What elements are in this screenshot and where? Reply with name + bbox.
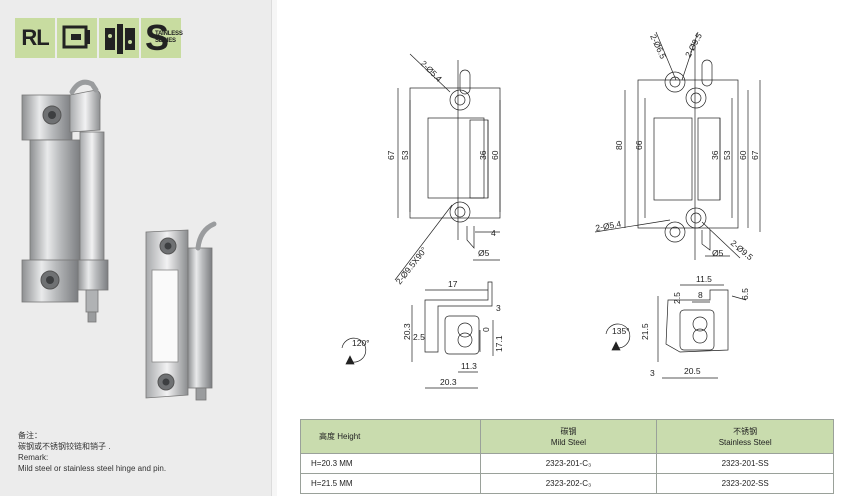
label-c-17: 17 <box>448 279 458 289</box>
technical-drawings: 2-Ø5.4 2-Ø9.5X90° 67 53 36 60 4 Ø5 2-Ø6.… <box>341 31 761 389</box>
drawing-c-side-view <box>341 281 494 389</box>
label-d-3: 3 <box>650 368 655 378</box>
remark-block: 备注： 碳钢或不锈钢铰链和销子 . Remark: Mild steel or … <box>18 430 166 474</box>
pin-hinge-icon-graphic <box>105 24 135 54</box>
hinge-left-view <box>21 79 109 323</box>
header-mild-en: Mild Steel <box>550 437 587 447</box>
row-mild-code: 2323-201-C₃ <box>479 453 658 474</box>
row-stainless-code: 2323-201-SS <box>656 453 834 474</box>
drawing-a-front-view <box>394 53 501 281</box>
label-a-height-67: 67 <box>386 150 396 160</box>
stainless-series-logo: S TAINLESS SERIES <box>141 17 183 58</box>
table-row: H=20.3 MM 2323-201-C₃ 2323-201-SS <box>300 453 834 474</box>
label-c-angle: 120° <box>352 338 370 348</box>
header-height-zh: 高度 <box>319 432 335 441</box>
drawing-b-front-view <box>594 31 761 260</box>
label-b-hole-top1: 2-Ø6.5 <box>648 33 668 61</box>
row-height: H=20.3 MM <box>300 453 481 474</box>
label-b-diameter-5: Ø5 <box>712 248 724 258</box>
header-stainless-steel: 不锈钢 Stainless Steel <box>656 419 834 454</box>
spec-table-header: 高度 Height 碳钢 Mild Steel 不锈钢 Stainless St… <box>300 419 834 454</box>
remark-en-text: Mild steel or stainless steel hinge and … <box>18 464 167 473</box>
pin-hinge-icon <box>99 18 139 58</box>
row-mild-code: 2323-202-C₃ <box>479 473 658 494</box>
label-d-angle: 135° <box>612 326 630 336</box>
label-a-hole-top: 2-Ø5.4 <box>419 58 445 84</box>
remark-zh-label: 备注： <box>18 431 42 440</box>
header-ss-zh: 不锈钢 <box>733 426 758 436</box>
rl-logo: RL <box>15 18 55 58</box>
header-mild-steel: 碳钢 Mild Steel <box>479 419 658 454</box>
row-stainless-code: 2323-202-SS <box>656 473 834 494</box>
label-b-height-53: 53 <box>722 150 732 160</box>
label-d-8: 8 <box>698 290 703 300</box>
table-row: H=21.5 MM 2323-202-C₃ 2323-202-SS <box>300 473 834 494</box>
label-b-height-67: 67 <box>750 150 760 160</box>
hinge-product-photo <box>21 79 217 401</box>
label-d-21-5: 21.5 <box>640 323 650 340</box>
label-c-20-3: 20.3 <box>440 377 457 387</box>
header-height: 高度 Height <box>300 419 481 454</box>
label-a-height-36: 36 <box>478 150 488 160</box>
label-c-0: 0 <box>481 327 491 332</box>
label-b-height-36: 36 <box>710 150 720 160</box>
feature-logos: RL S TAINLESS SERIES <box>15 17 183 58</box>
label-b-hole-bottom: 2-Ø9.5 <box>729 238 756 263</box>
label-c-20-3-vertical: 20.3 <box>402 323 412 340</box>
header-ss-en: Stainless Steel <box>718 437 772 447</box>
remark-en-label: Remark: <box>18 453 49 462</box>
hinge-mount-icon <box>57 18 97 58</box>
stainless-logo-line2: SERIES <box>155 38 176 44</box>
panel-divider <box>271 0 277 496</box>
label-c-2-5: 2.5 <box>413 332 425 342</box>
remark-zh-text: 碳钢或不锈钢铰链和销子 . <box>18 442 111 451</box>
header-mild-zh: 碳钢 <box>560 426 577 436</box>
stainless-logo-letter: S <box>145 17 170 58</box>
label-d-6-5: 6.5 <box>740 288 750 300</box>
hinge-mount-icon-graphic <box>62 25 90 49</box>
label-d-20-5: 20.5 <box>684 366 701 376</box>
label-b-height-60: 60 <box>738 150 748 160</box>
label-d-2-5: 2.5 <box>672 292 682 304</box>
spec-table: 高度 Height 碳钢 Mild Steel 不锈钢 Stainless St… <box>300 419 834 494</box>
label-c-17-1: 17.1 <box>494 335 504 352</box>
label-c-11-3: 11.3 <box>461 361 477 371</box>
label-a-width-4: 4 <box>491 228 496 238</box>
stainless-logo-line1: TAINLESS <box>155 31 183 37</box>
row-height: H=21.5 MM <box>300 473 481 494</box>
rl-logo-text: RL <box>21 25 49 50</box>
drawing-d-side-view <box>605 284 747 379</box>
hinge-right-view <box>145 221 217 401</box>
label-c-3: 3 <box>496 303 501 313</box>
label-a-hole-bottom: 2-Ø9.5X90° <box>394 245 429 286</box>
label-b-height-80: 80 <box>614 140 624 150</box>
label-d-11-5: 11.5 <box>696 274 712 284</box>
label-a-height-60: 60 <box>490 150 500 160</box>
label-b-hole-left: 2-Ø5.4 <box>595 219 623 233</box>
label-a-diameter-5: Ø5 <box>478 248 490 258</box>
label-b-height-66: 66 <box>634 140 644 150</box>
label-b-hole-top2: 2-Ø9.5 <box>683 31 704 59</box>
header-height-en: Height <box>337 432 361 441</box>
label-a-height-53: 53 <box>400 150 410 160</box>
